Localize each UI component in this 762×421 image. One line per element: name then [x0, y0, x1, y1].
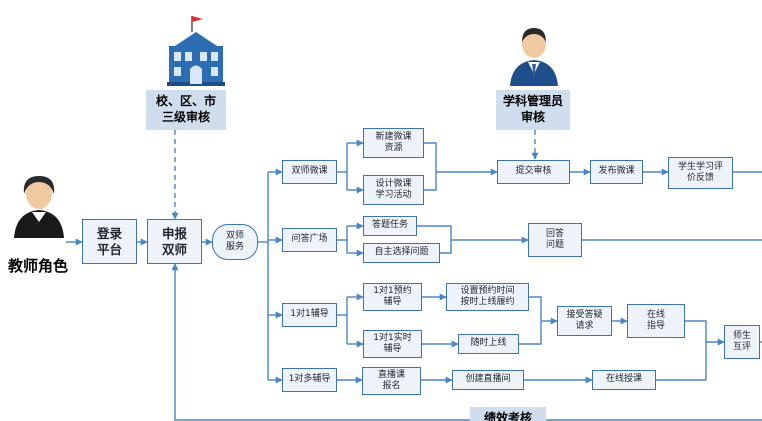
accept-request-box: 接受答疑 请求: [557, 306, 612, 336]
login-platform-box: 登录 平台: [82, 219, 137, 264]
online-anytime-box: 随时上线: [458, 334, 519, 354]
teacher-role-label: 教师角色: [8, 257, 69, 275]
qa-square-box: 问答广场: [282, 228, 337, 252]
admin-review-banner: 学科管理员 审核: [496, 90, 570, 130]
admin-person-icon: [510, 28, 558, 86]
choose-question-box: 自主选择问题: [363, 243, 440, 263]
answer-task-box: 答题任务: [363, 216, 417, 236]
live-course-signup-box: 直播课 报名: [362, 367, 421, 395]
dual-micro-course-box: 双师微课: [282, 160, 337, 184]
booking-tutoring-box: 1对1预约 辅导: [363, 283, 422, 311]
create-live-room-box: 创建直播间: [452, 370, 524, 390]
apply-dual-teacher-box: 申报 双师: [147, 219, 202, 264]
school-building-icon: [167, 16, 225, 86]
student-evaluation-box: 学生学习评 价反馈: [668, 157, 733, 189]
set-appointment-box: 设置预约时间 按时上线履约: [446, 283, 529, 311]
peer-evaluation-box: 师生 互评: [724, 325, 760, 359]
realtime-tutoring-box: 1对1实时 辅导: [363, 330, 422, 358]
online-guidance-box: 在线 指导: [627, 304, 685, 338]
performance-assessment-banner: 绩效考核: [470, 407, 546, 421]
design-activity-box: 设计微课 学习活动: [363, 175, 424, 205]
online-teaching-box: 在线授课: [592, 370, 656, 390]
new-micro-course-box: 新建微课 资源: [363, 128, 424, 158]
school-review-banner: 校、区、市 三级审核: [146, 90, 226, 130]
publish-micro-course-box: 发布微课: [590, 160, 643, 184]
one-to-many-tutoring-box: 1对多辅导: [282, 368, 337, 392]
submit-review-box: 提交审核: [497, 160, 570, 184]
teacher-icon: [14, 176, 64, 238]
dual-teacher-service-node: 双师 服务: [212, 224, 258, 260]
one-to-one-tutoring-box: 1对1辅导: [282, 303, 337, 327]
answer-question-box: 回答 问题: [528, 223, 582, 257]
